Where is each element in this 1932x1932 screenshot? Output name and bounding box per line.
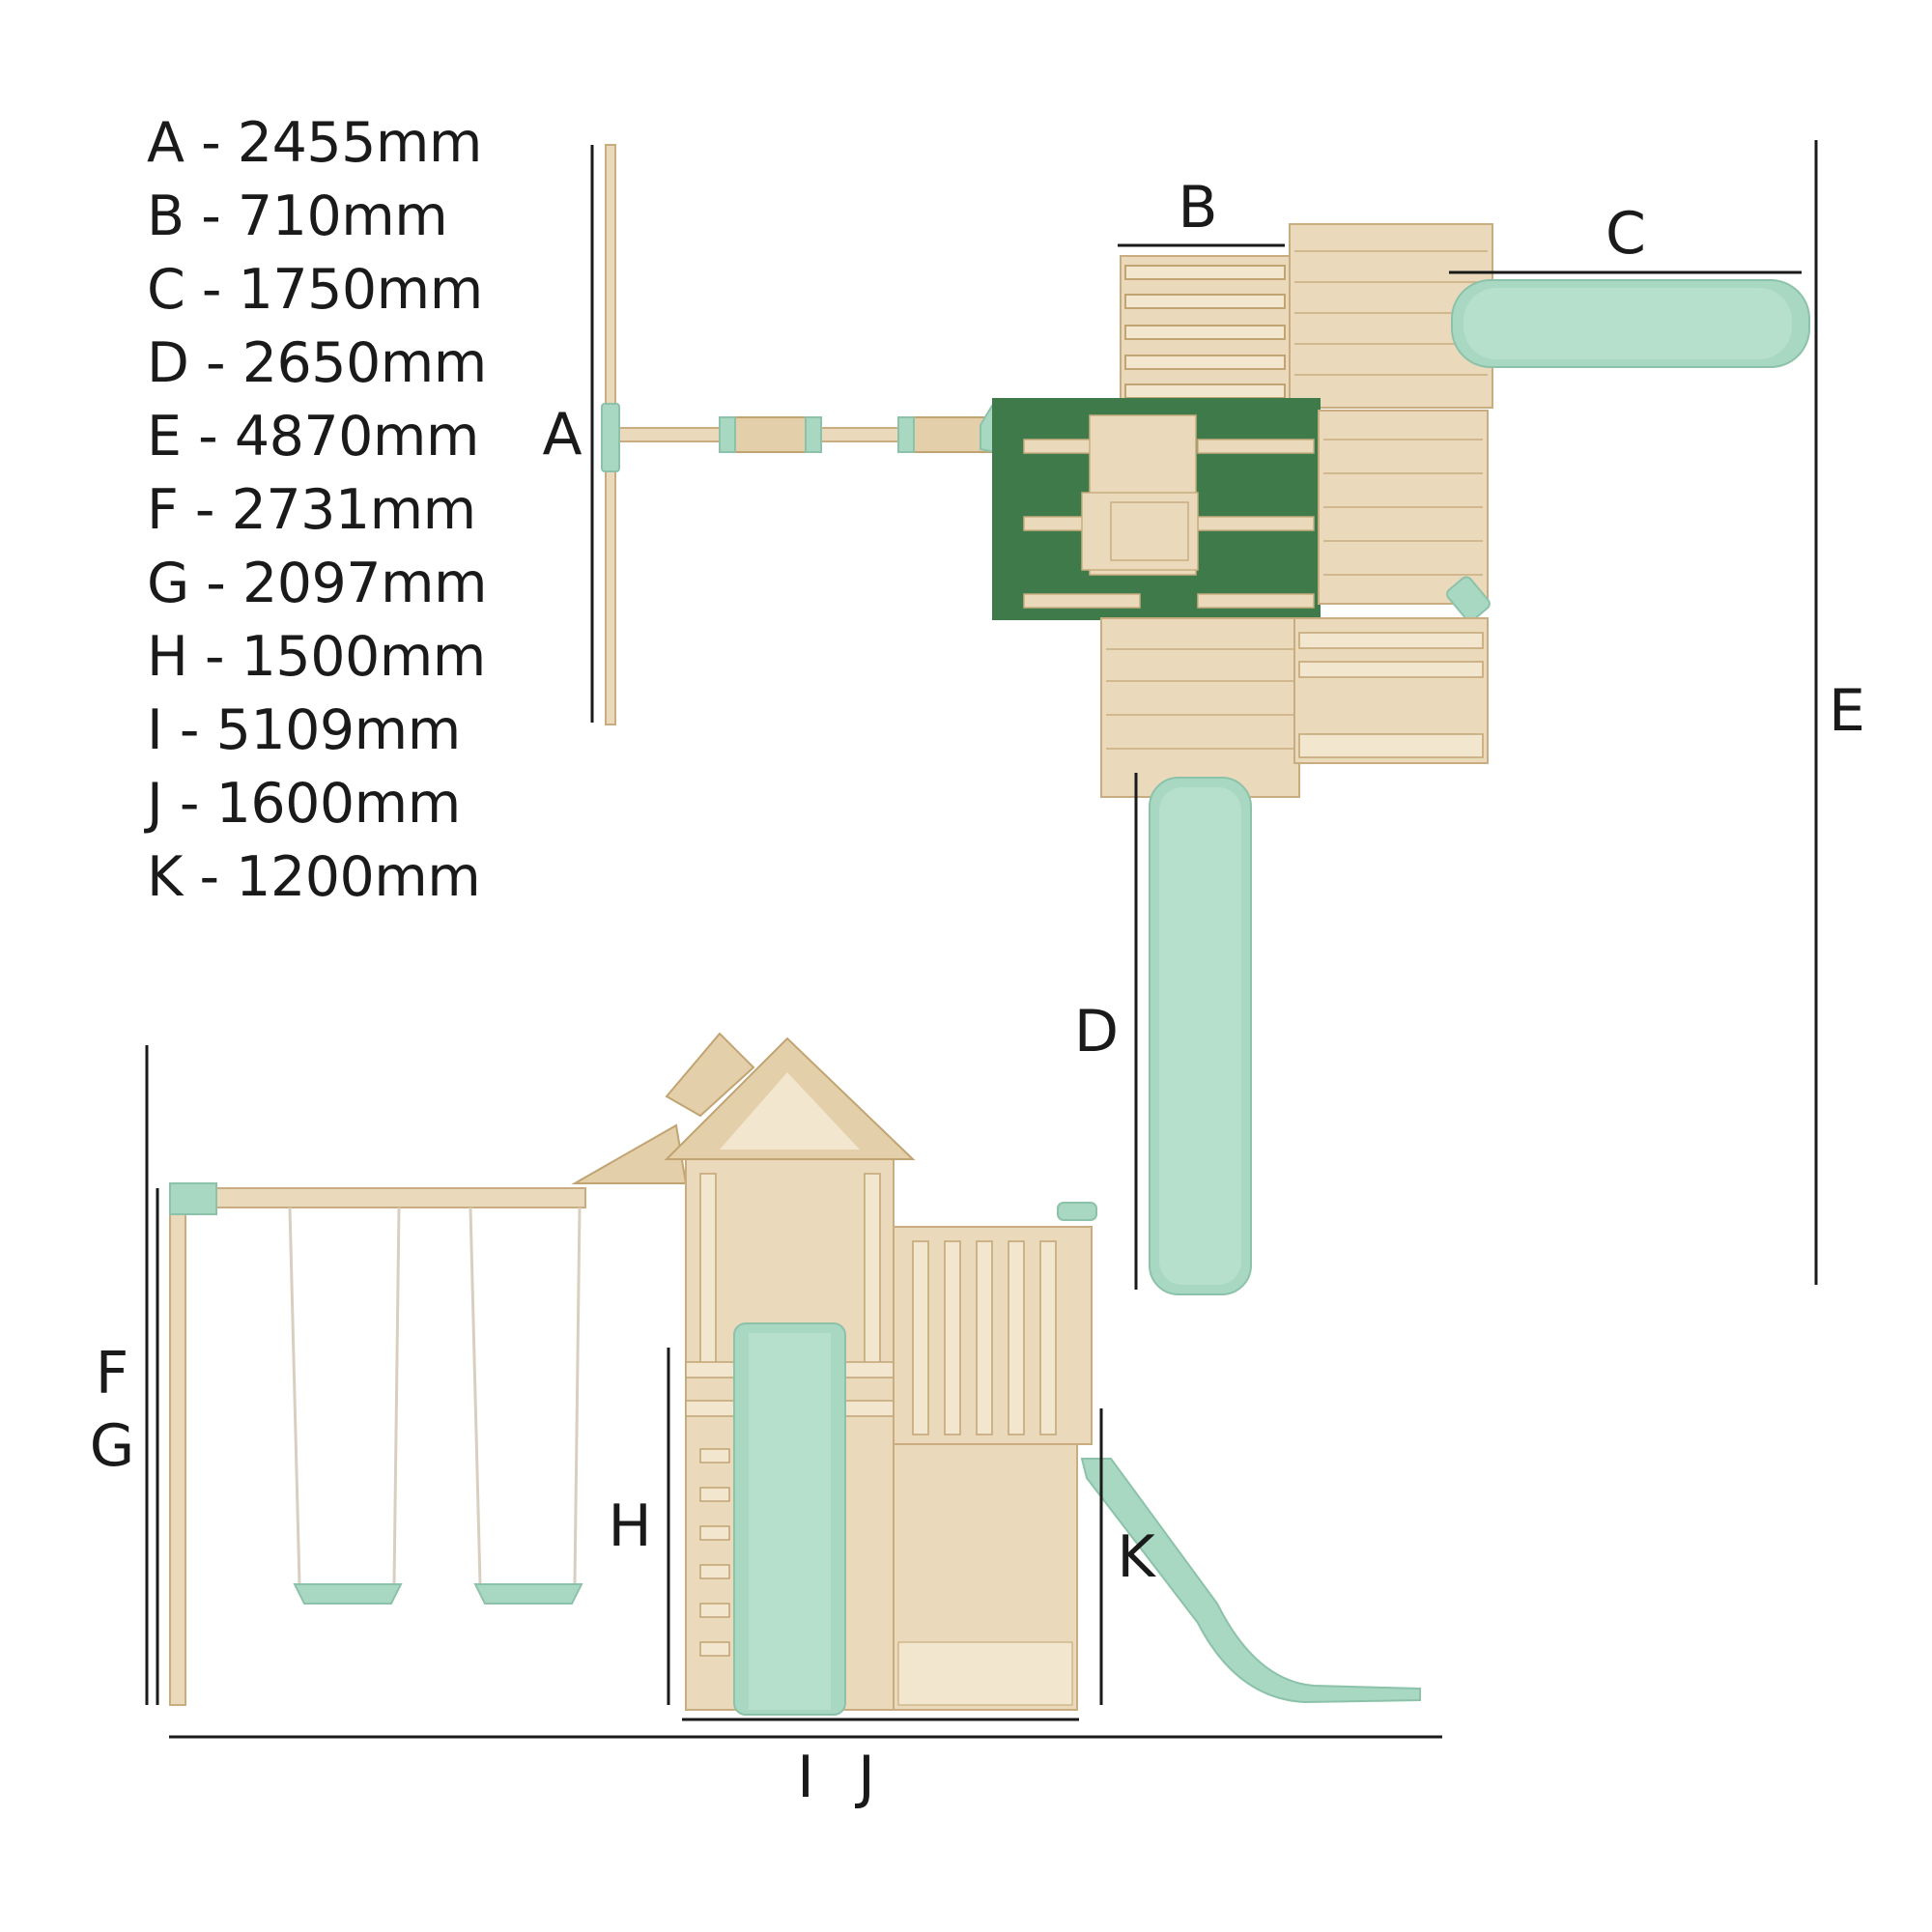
beam-corner-bracket bbox=[169, 1182, 217, 1215]
label-h: H bbox=[608, 1492, 651, 1560]
label-i: I bbox=[797, 1744, 814, 1811]
seat-clip bbox=[719, 416, 736, 453]
legend-item-j: J - 1600mm bbox=[147, 772, 461, 836]
legend-item-k: K - 1200mm bbox=[147, 845, 481, 909]
legend-item-c: C - 1750mm bbox=[147, 258, 483, 322]
legend-item-b: B - 710mm bbox=[147, 185, 448, 248]
legend-item-g: G - 2097mm bbox=[147, 552, 488, 615]
legend-item-e: E - 4870mm bbox=[147, 405, 479, 469]
lean-to-roof bbox=[571, 1123, 688, 1184]
legend-item-d: D - 2650mm bbox=[147, 331, 487, 395]
label-c: C bbox=[1605, 200, 1646, 268]
top-view bbox=[601, 144, 1810, 1295]
label-f: F bbox=[96, 1340, 129, 1407]
beam-bracket bbox=[601, 403, 620, 472]
label-e: E bbox=[1829, 677, 1865, 745]
swing-top-beam bbox=[169, 1187, 586, 1208]
label-k: K bbox=[1117, 1523, 1156, 1591]
seat-clip bbox=[897, 416, 915, 453]
dimension-lines bbox=[145, 140, 1818, 1739]
label-b: B bbox=[1178, 174, 1217, 242]
swing-seat-left bbox=[293, 1583, 403, 1605]
front-view bbox=[169, 1032, 1421, 1716]
lower-deck-top bbox=[1100, 617, 1300, 798]
swing-left bbox=[288, 1207, 403, 1605]
legend-item-a: A - 2455mm bbox=[147, 111, 482, 175]
telescope bbox=[1057, 1202, 1097, 1221]
label-d: D bbox=[1074, 998, 1119, 1065]
dimension-labels: A B C D E F G H I J K bbox=[90, 174, 1865, 1811]
swing-leg bbox=[169, 1187, 186, 1706]
legend-item-f: F - 2731mm bbox=[147, 478, 476, 542]
label-g: G bbox=[90, 1412, 135, 1480]
swing-right bbox=[469, 1207, 583, 1605]
label-j: J bbox=[854, 1744, 875, 1811]
swing-seat-right bbox=[473, 1583, 583, 1605]
roof-lookout bbox=[665, 1032, 755, 1118]
side-slide bbox=[1080, 1458, 1421, 1704]
legend-item-i: I - 5109mm bbox=[147, 698, 461, 762]
label-a: A bbox=[542, 401, 582, 469]
legend-item-h: H - 1500mm bbox=[147, 625, 486, 689]
seat-clip bbox=[805, 416, 822, 453]
telescope-top bbox=[1446, 576, 1491, 622]
dimension-legend: A - 2455mm B - 710mm C - 1750mm D - 2650… bbox=[147, 106, 488, 914]
